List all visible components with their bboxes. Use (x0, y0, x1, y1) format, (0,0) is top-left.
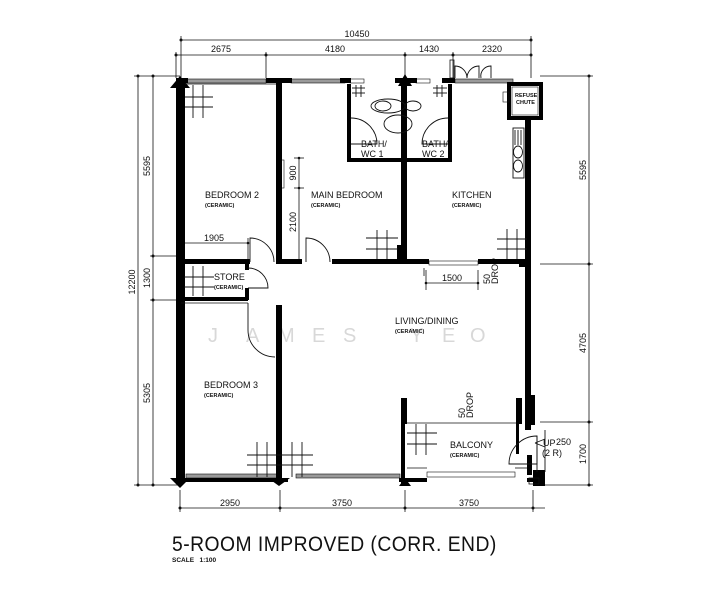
dim-top-overall: 10450 (344, 29, 369, 39)
room-name: KITCHEN (452, 190, 492, 200)
svg-text:REFUSE: REFUSE (515, 93, 538, 99)
svg-text:A: A (246, 325, 260, 347)
room-refuse-chute: REFUSE CHUTE (515, 93, 538, 106)
room-floor: (CERAMIC) (395, 329, 424, 335)
dim-right-3: 1700 (578, 444, 588, 464)
room-store: STORE (CERAMIC) (214, 272, 245, 291)
dim-left-2: 1300 (142, 268, 152, 288)
dim-top-2: 4180 (325, 44, 345, 54)
room-name: LIVING/DINING (395, 316, 459, 326)
room-bath-wc-2: BATH/ WC 2 (422, 139, 448, 159)
room-name: BEDROOM 2 (205, 190, 259, 200)
drain-grids (184, 85, 527, 477)
svg-text:BATH/: BATH/ (361, 139, 387, 149)
svg-text:J: J (208, 325, 218, 347)
dim-wardrobe-lower: 2100 (288, 212, 298, 232)
room-floor: (CERAMIC) (311, 203, 340, 209)
dim-top-1: 2675 (211, 44, 231, 54)
doors (247, 65, 546, 472)
dimension-lines (134, 36, 593, 512)
room-name: BALCONY (450, 440, 493, 450)
svg-text:S: S (343, 325, 356, 347)
dim-top-4: 2320 (482, 44, 502, 54)
svg-text:M: M (278, 325, 295, 347)
svg-text:CHUTE: CHUTE (516, 100, 535, 106)
room-name: STORE (214, 272, 245, 282)
dim-right-2: 4705 (578, 333, 588, 353)
plan-title: 5-ROOM IMPROVED (CORR. END) (172, 533, 497, 556)
svg-text:BATH/: BATH/ (422, 139, 448, 149)
room-floor: (CERAMIC) (205, 203, 234, 209)
svg-text:WC 1: WC 1 (361, 149, 384, 159)
walls (170, 74, 545, 488)
room-floor: (CERAMIC) (452, 203, 481, 209)
dim-kitchen-opening: 1500 (442, 273, 462, 283)
toilets (370, 98, 422, 134)
step-up-note: UP 250 (2 R) (534, 437, 571, 458)
room-name: BEDROOM 3 (204, 380, 258, 390)
svg-text:E: E (442, 325, 455, 347)
svg-text:O: O (470, 325, 486, 347)
room-floor: (CERAMIC) (204, 393, 233, 399)
svg-text:(2 R): (2 R) (542, 448, 562, 458)
dim-bottom-2: 3750 (332, 498, 352, 508)
svg-text:250: 250 (556, 437, 571, 447)
scale-value: 1:100 (199, 557, 217, 564)
dim-right-1: 5595 (578, 160, 588, 180)
room-bedroom-3: BEDROOM 3 (CERAMIC) (204, 380, 258, 399)
dim-left-1: 5595 (142, 156, 152, 176)
watermark: J A M E S Y E O (208, 325, 486, 347)
room-balcony: BALCONY (CERAMIC) (450, 440, 493, 459)
dim-left-3: 5305 (142, 383, 152, 403)
room-floor: (CERAMIC) (450, 453, 479, 459)
refuse-chute-box (502, 86, 539, 116)
svg-text:Y: Y (410, 325, 423, 347)
svg-text:UP: UP (543, 438, 556, 448)
svg-text:WC 2: WC 2 (422, 149, 445, 159)
room-main-bedroom: MAIN BEDROOM (CERAMIC) (311, 190, 383, 209)
dim-bottom-3: 3750 (459, 498, 479, 508)
scale-note: SCALE 1:100 (172, 557, 216, 564)
dim-bedroom2-wall: 1905 (204, 233, 224, 243)
scale-label: SCALE (172, 557, 195, 564)
dim-wardrobe-upper: 900 (288, 165, 298, 180)
thin-lines (181, 59, 540, 485)
dim-bottom-1: 2950 (220, 498, 240, 508)
room-bath-wc-1: BATH/ WC 1 (361, 139, 387, 159)
dim-left-overall: 12200 (127, 269, 137, 294)
svg-text:E: E (312, 325, 325, 347)
room-floor: (CERAMIC) (214, 285, 243, 291)
kitchen-drop-value: 50 (482, 274, 492, 284)
room-living-dining: LIVING/DINING (CERAMIC) (395, 316, 459, 335)
dimension-ticks (136, 38, 591, 510)
room-bedroom-2: BEDROOM 2 (CERAMIC) (205, 190, 259, 209)
balcony-drop-value: 50 (457, 408, 467, 418)
room-kitchen: KITCHEN (CERAMIC) (452, 190, 492, 209)
kitchen-drop-label: DROP (490, 258, 500, 284)
dim-top-3: 1430 (419, 44, 439, 54)
balcony-drop-label: DROP (465, 392, 475, 418)
room-name: MAIN BEDROOM (311, 190, 383, 200)
kitchen-sink (512, 127, 525, 179)
